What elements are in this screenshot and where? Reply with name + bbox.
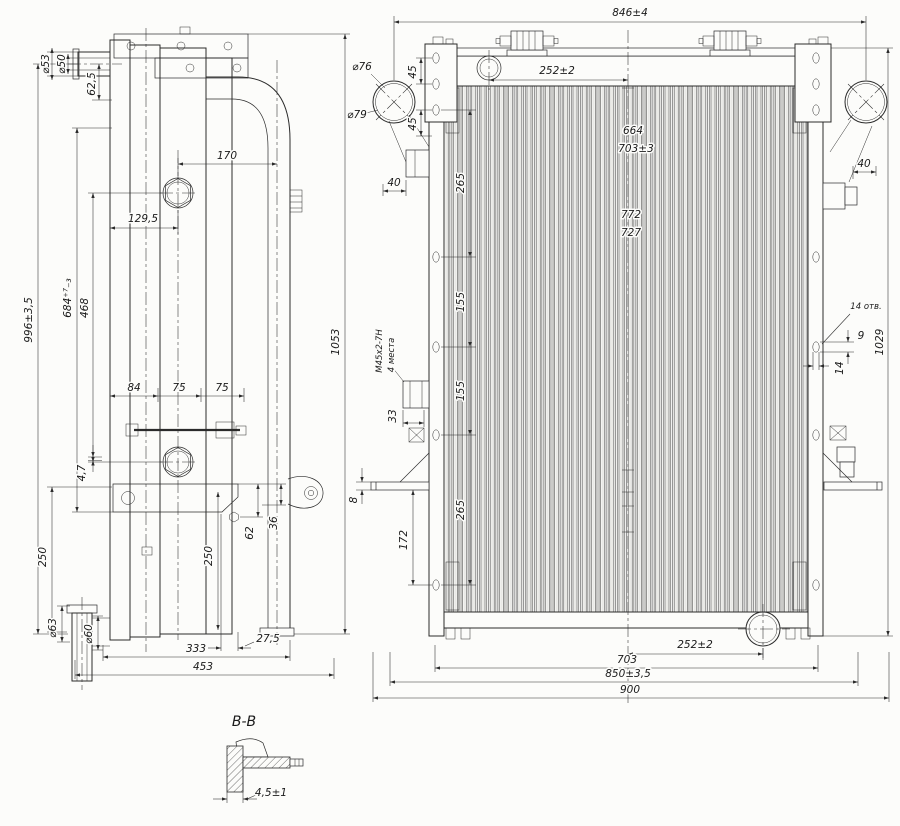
side-slots-left [432,52,440,591]
dim-468: 468 [79,298,91,318]
dim-252-top: 252±2 [539,65,575,77]
bottom-bracket [112,483,239,513]
dim-265-bottom: 265 [455,500,467,520]
dim-d60: ⌀60 [83,624,95,644]
front-view-dimensions [356,16,893,702]
dim-155b: 155 [455,381,467,401]
dim-75a: 75 [172,382,186,394]
dim-45a: 45 [407,65,419,79]
radiator-core [443,85,809,613]
vibration-mount-left [495,30,559,57]
top-bracket-left [424,43,458,123]
dim-d76: ⌀76 [352,61,372,73]
thread-callout: М45х2-7Н [375,329,385,373]
dim-996: 996±3,5 [23,297,35,343]
side-view-dimensions [33,33,350,679]
dim-850: 850±3,5 [605,668,651,680]
dim-slot-9: 9 [858,330,865,342]
holes-count-note: 14 отв. [850,302,881,312]
dim-333: 333 [186,643,206,655]
dim-703-3: 703±3 [618,143,654,155]
dim-664: 664 [623,125,643,137]
dim-250-right: 250 [203,546,215,566]
dim-703: 703 [617,654,637,666]
dim-27-5: 27,5 [256,633,280,645]
dim-155a: 155 [455,292,467,312]
outlet-flange [822,182,846,210]
dim-slot-14: 14 [834,361,846,374]
section-horizontal-arm [242,756,291,769]
section-vertical-leg [226,745,244,793]
dim-265-top: 265 [455,173,467,193]
top-bolt [179,26,191,35]
dim-40-right: 40 [857,158,871,170]
dim-33: 33 [387,409,399,422]
dim-d50: ⌀50 [56,54,68,74]
section-detail [213,738,304,803]
dim-252-bottom: 252±2 [677,639,713,651]
shelf-bracket-right [823,481,883,491]
dim-84: 84 [127,382,140,394]
dim-45b: 45 [407,117,419,131]
dim-727: 727 [621,227,641,239]
pipe-clamp [289,189,303,213]
threaded-boss [402,380,430,409]
bottom-outlet-stub [66,597,110,690]
dim-62-5: 62,5 [86,72,98,96]
thread-places-note: 4 места [387,338,397,373]
dim-d79: ⌀79 [347,109,367,121]
front-view-body [365,30,888,706]
bottom-outlet-port [738,604,790,660]
tie-rod [125,421,247,439]
dim-900: 900 [620,684,640,696]
inlet-flange [405,149,430,178]
dim-d53: ⌀53 [40,54,52,74]
side-view-body [66,26,324,690]
dim-684: 684⁺⁷₋₃ [62,278,74,318]
dim-250-left: 250 [37,547,49,567]
section-title: В-В [232,714,256,730]
side-bolt [141,546,153,556]
side-slots-right [812,52,820,591]
dim-36: 36 [268,516,280,530]
dimension-labels: ⌀53 ⌀50 62,5 129,5 170 684⁺⁷₋₃ 468 996±3… [22,6,888,801]
dim-75b: 75 [215,382,229,394]
dim-1029: 1029 [874,328,886,355]
dim-129-5: 129,5 [128,213,158,225]
dim-40-left: 40 [387,177,401,189]
dim-4-7: 4,7 [76,464,88,481]
dim-172: 172 [398,530,410,550]
dim-1053: 1053 [330,329,342,356]
dim-170: 170 [217,150,237,162]
inlet-port [365,73,430,163]
vibration-mount-right [698,30,762,57]
dim-846: 846±4 [612,7,648,19]
dim-772: 772 [621,209,641,221]
dim-453: 453 [193,661,213,673]
section-thickness-dim: 4,5±1 [255,787,287,799]
dim-d63: ⌀63 [47,618,59,638]
bottom-studs [445,627,811,640]
shelf-bracket-left [370,481,430,491]
mounting-lug [287,476,324,509]
dim-62: 62 [244,526,256,540]
dim-8: 8 [348,496,360,503]
